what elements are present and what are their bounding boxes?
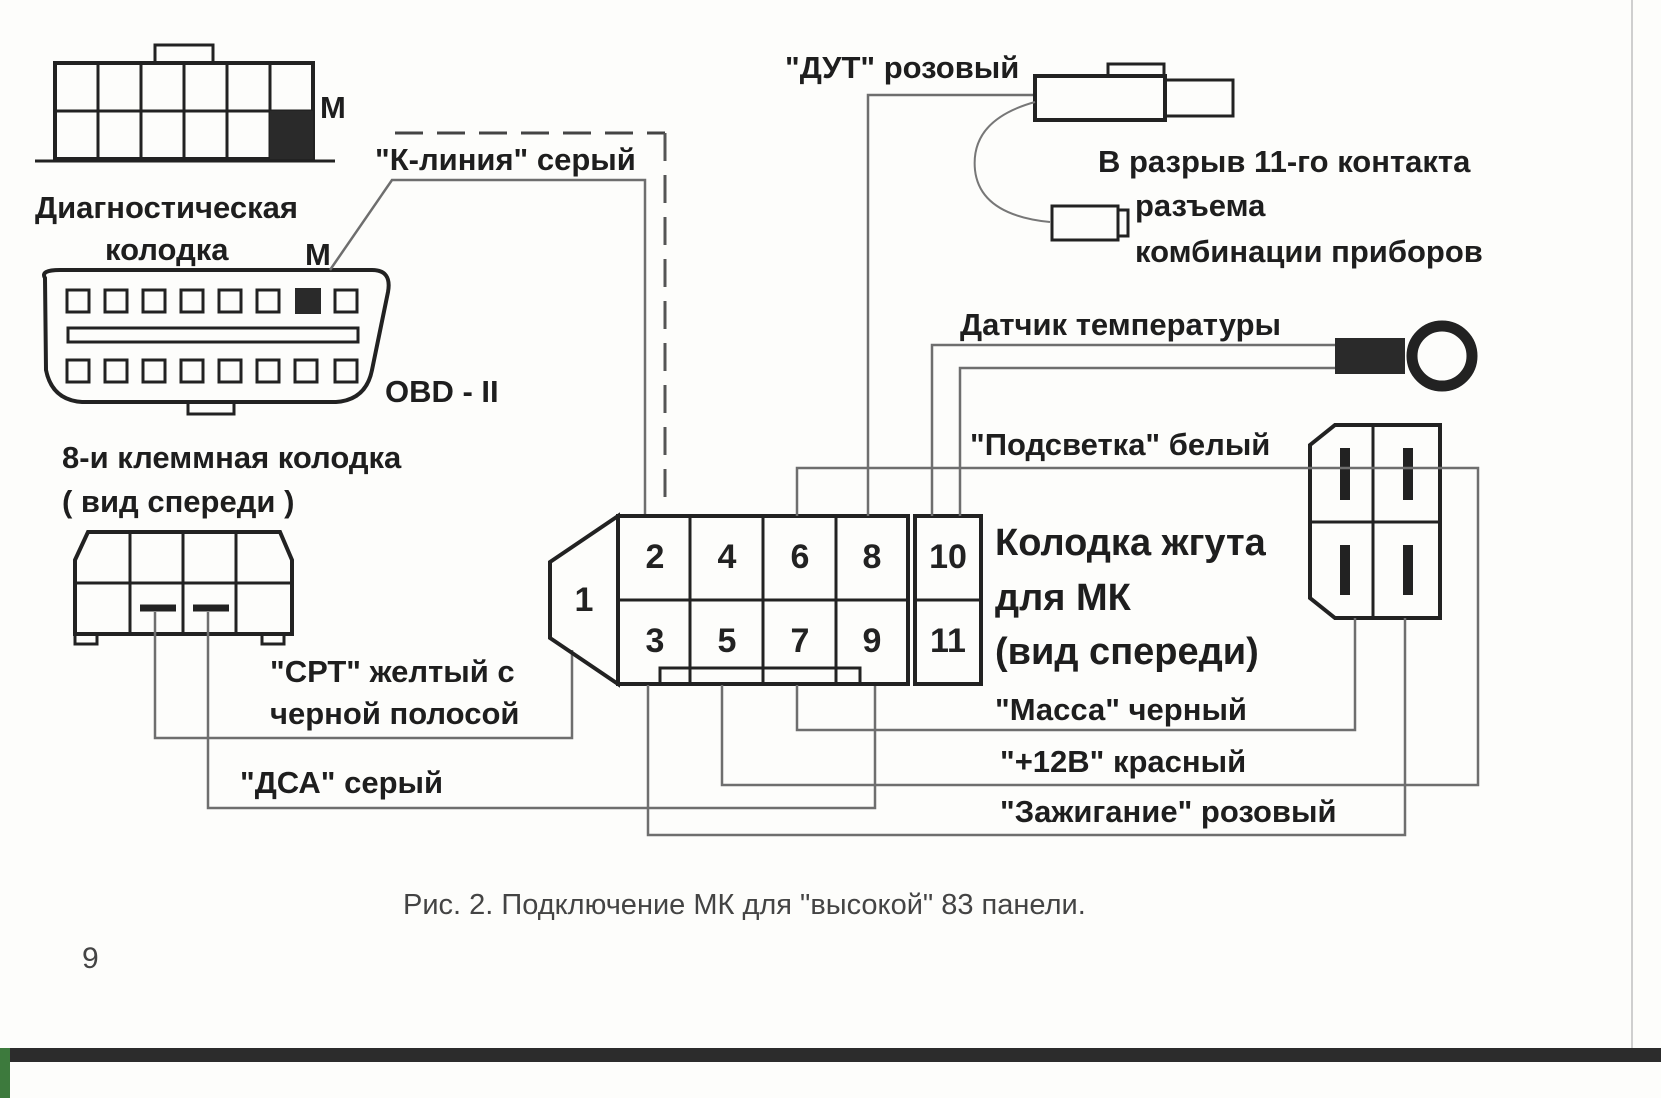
- figure-caption: Рис. 2. Подключение МК для "высокой" 83 …: [403, 889, 1086, 921]
- temp-sensor-label: Датчик температуры: [960, 307, 1281, 342]
- m-contact-marker: [270, 111, 313, 159]
- ground-wire: [795, 618, 1357, 732]
- pin-4: 4: [718, 538, 737, 576]
- temp-sensor: [1335, 320, 1478, 392]
- pin-10: 10: [929, 538, 967, 576]
- break-label-line3: комбинации приборов: [1135, 234, 1483, 269]
- pin-5: 5: [718, 622, 737, 660]
- temp-wire-b: [958, 366, 1335, 516]
- pin-9: 9: [863, 622, 882, 660]
- k-line-label: "К-линия" серый: [375, 142, 636, 177]
- ground-label: "Масса" черный: [995, 692, 1247, 727]
- k-line-wire: [328, 178, 647, 515]
- harness-connector: [548, 512, 983, 688]
- m-label-obd: М: [305, 237, 331, 272]
- eight-pin-label-line2: ( вид спереди ): [62, 484, 294, 519]
- eight-pin-connector: [73, 530, 294, 646]
- plus12-label: "+12В" красный: [1000, 744, 1246, 779]
- m-label-top: М: [320, 90, 346, 125]
- diagnostic-label-line2: колодка: [105, 232, 229, 267]
- page-number: 9: [82, 942, 99, 975]
- break-label-line2: разъема: [1135, 188, 1266, 223]
- pin-2: 2: [646, 538, 665, 576]
- obd2-connector: [42, 268, 391, 416]
- page-corner-mark: [0, 1048, 10, 1098]
- ignition-label: "Зажигание" розовый: [1000, 794, 1337, 829]
- break-socket: [1050, 204, 1130, 242]
- dut-wire: [866, 93, 1035, 516]
- srt-label-line2: черной полосой: [270, 696, 519, 731]
- backlight-plus12-wire: [720, 466, 1480, 787]
- pin-3: 3: [646, 622, 665, 660]
- break-loop-wire: [973, 101, 1051, 223]
- dsa-label: "ДСА" серый: [240, 765, 443, 800]
- temp-wire-a: [930, 343, 1335, 516]
- diagnostic-label-line1: Диагностическая: [35, 190, 298, 225]
- pin-6: 6: [791, 538, 810, 576]
- diagnostic-block-top: [35, 43, 335, 163]
- harness-label-line1: Колодка жгута: [995, 522, 1267, 564]
- dsa-wire: [206, 612, 877, 810]
- dut-label: "ДУТ" розовый: [785, 50, 1019, 85]
- power-socket: [1308, 423, 1442, 620]
- pin-7: 7: [791, 622, 810, 660]
- pin-11: 11: [930, 622, 966, 660]
- srt-wire: [153, 612, 574, 740]
- break-label-line1: В разрыв 11-го контакта: [1098, 144, 1471, 179]
- page-bottom-edge: [0, 1048, 1661, 1062]
- harness-label-line2: для МК: [995, 577, 1132, 619]
- srt-label-line1: "СРТ" желтый с: [270, 654, 515, 689]
- pin-8: 8: [863, 538, 882, 576]
- dut-plug: [1033, 62, 1235, 122]
- eight-pin-label-line1: 8-и клеммная колодка: [62, 440, 402, 475]
- pin-1: 1: [575, 581, 594, 619]
- harness-label-line3: (вид спереди): [995, 631, 1259, 673]
- backlight-label: "Подсветка" белый: [970, 427, 1270, 462]
- ignition-wire: [646, 618, 1407, 837]
- obd2-label: OBD - II: [385, 374, 499, 409]
